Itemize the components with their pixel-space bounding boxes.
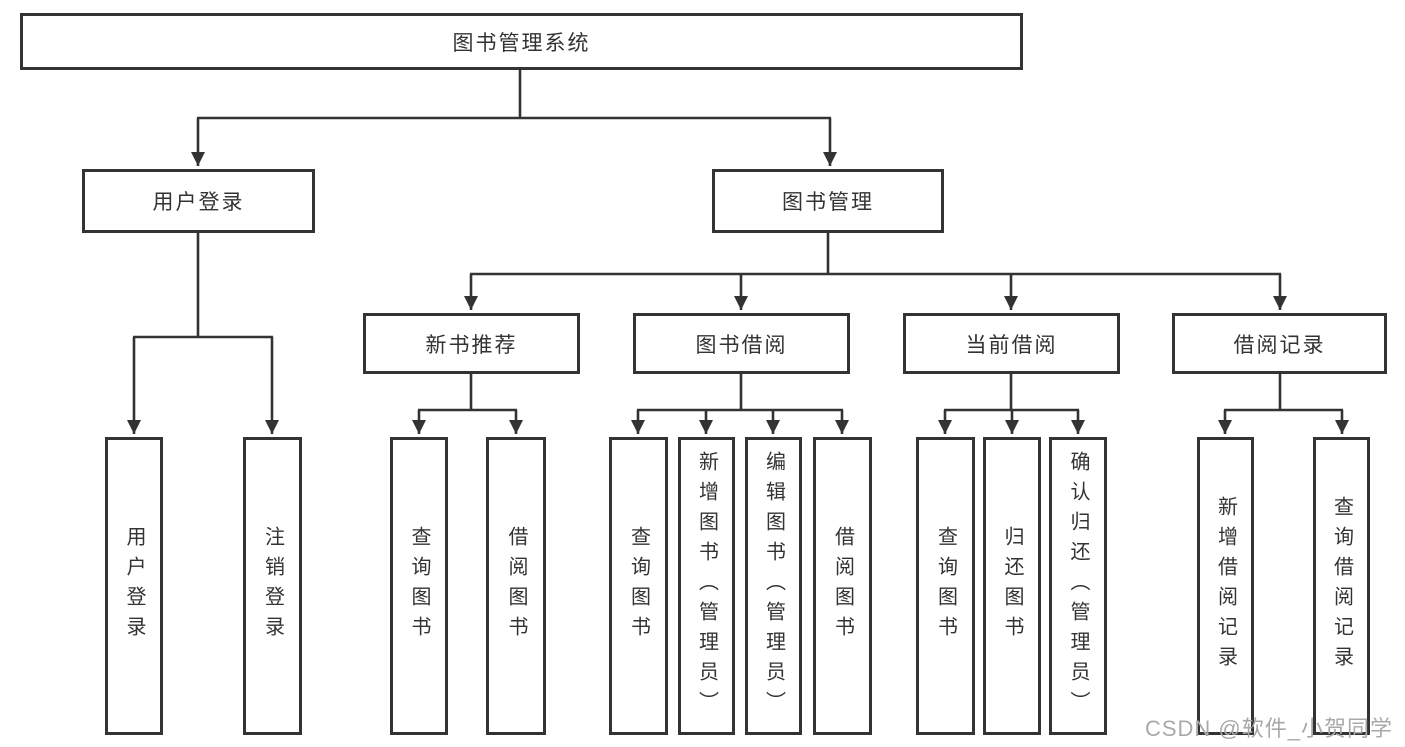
node-label: 借阅记录 <box>1233 333 1326 357</box>
leaf-cb-return-books: 归还图书 <box>983 437 1041 735</box>
leaf-br-add-record: 新增借阅记录 <box>1197 437 1254 735</box>
leaf-label: 查询图书 <box>934 526 957 646</box>
node-label: 新书推荐 <box>425 333 518 357</box>
leaf-logout: 注销登录 <box>243 437 302 735</box>
node-current-borrowing: 当前借阅 <box>903 313 1120 374</box>
leaf-label: 新增借阅记录 <box>1214 496 1237 676</box>
leaf-cb-query-books: 查询图书 <box>916 437 975 735</box>
node-book-management: 图书管理 <box>712 169 944 233</box>
node-new-book-recommend: 新书推荐 <box>363 313 580 374</box>
leaf-bb-borrow-books: 借阅图书 <box>813 437 872 735</box>
leaf-nr-borrow-books: 借阅图书 <box>486 437 546 735</box>
leaf-label: 借阅图书 <box>831 526 854 646</box>
node-label: 用户登录 <box>152 191 245 214</box>
leaf-label: 用户登录 <box>123 526 145 646</box>
leaf-label: 注销登录 <box>261 526 284 646</box>
node-book-management-system: 图书管理系统 <box>20 13 1023 70</box>
leaf-label: 查询图书 <box>408 526 430 646</box>
leaf-label: 归还图书 <box>1001 526 1023 646</box>
leaf-bb-edit-books-admin: 编辑图书（管理员） <box>745 437 802 735</box>
node-user-login: 用户登录 <box>82 169 315 233</box>
leaf-label: 新增图书（管理员） <box>695 451 718 721</box>
leaf-cb-confirm-return-admin: 确认归还（管理员） <box>1049 437 1107 735</box>
node-label: 图书借阅 <box>695 333 788 357</box>
leaf-label: 查询借阅记录 <box>1330 496 1353 676</box>
node-label: 当前借阅 <box>965 333 1058 357</box>
node-label: 图书管理系统 <box>452 31 591 55</box>
node-borrowing-records: 借阅记录 <box>1172 313 1387 374</box>
leaf-label: 确认归还（管理员） <box>1067 451 1089 721</box>
leaf-bb-query-books: 查询图书 <box>609 437 668 735</box>
leaf-label: 借阅图书 <box>505 526 527 646</box>
leaf-bb-add-books-admin: 新增图书（管理员） <box>678 437 735 735</box>
leaf-nr-query-books: 查询图书 <box>390 437 448 735</box>
leaf-br-query-record: 查询借阅记录 <box>1313 437 1370 735</box>
node-book-borrowing: 图书借阅 <box>633 313 850 374</box>
leaf-label: 编辑图书（管理员） <box>762 451 785 721</box>
leaf-user-login: 用户登录 <box>105 437 163 735</box>
leaf-label: 查询图书 <box>627 526 650 646</box>
watermark-text: CSDN @软件_小贺同学 <box>1144 716 1393 741</box>
node-label: 图书管理 <box>782 191 874 214</box>
